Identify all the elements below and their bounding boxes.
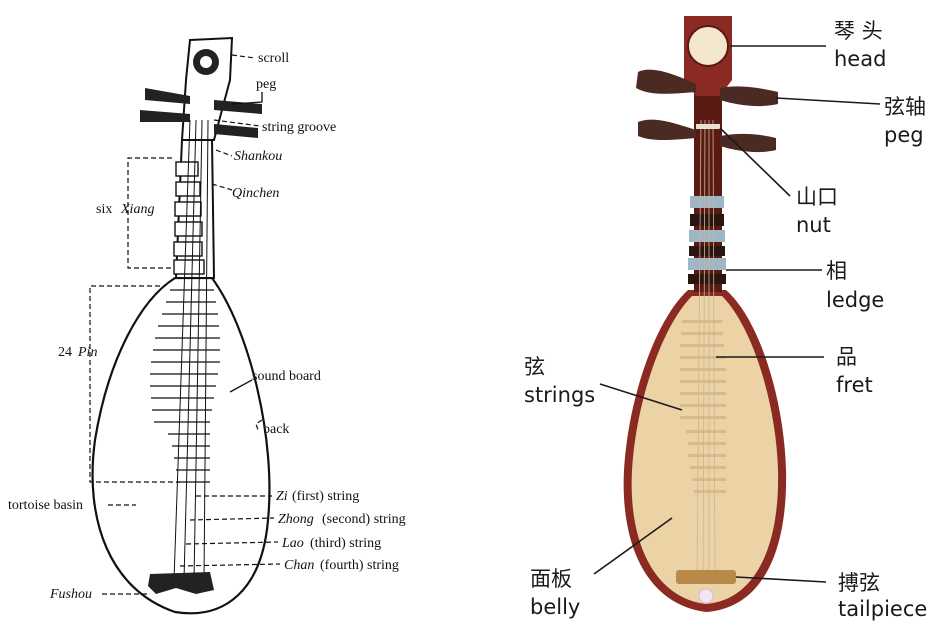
label-belly-en: belly (530, 595, 580, 619)
label-lao-rest: (third) string (310, 536, 381, 551)
label-head-zh: 琴 头 (834, 19, 883, 43)
label-six: six (96, 202, 112, 217)
label-pin: Pin (77, 345, 97, 360)
label-lao-name: Lao (281, 536, 304, 551)
label-zhong-name: Zhong (278, 512, 314, 527)
label-tailpiece-zh: 搏弦 (838, 571, 880, 595)
label-zhong-rest: (second) string (322, 512, 406, 527)
right-head-disc (688, 26, 728, 66)
label-strings-zh: 弦 (524, 355, 545, 379)
label-scroll: scroll (258, 51, 289, 66)
label-nut-en: nut (796, 213, 831, 237)
label-24: 24 (58, 345, 72, 360)
label-head-en: head (834, 47, 886, 71)
label-tortoise-basin: tortoise basin (8, 498, 83, 513)
label-back: back (263, 422, 289, 437)
label-string-groove: string groove (262, 120, 336, 135)
label-tailpiece-en: tailpiece (838, 597, 927, 621)
label-fushou: Fushou (49, 587, 92, 602)
right-tailpiece (676, 570, 736, 584)
right-nut (696, 124, 720, 129)
label-sound-board: sound board (252, 369, 321, 384)
label-chan-name: Chan (284, 558, 314, 573)
label-belly-zh: 面板 (530, 567, 572, 591)
label-strings-en: strings (524, 383, 595, 407)
label-xiang: Xiang (120, 202, 154, 217)
label-fret-zh: 品 (836, 345, 857, 369)
label-ledge-zh: 相 (826, 259, 847, 283)
label-fret-en: fret (836, 373, 873, 397)
label-nut-zh: 山口 (796, 185, 838, 209)
right-pipa-illustration: 琴 头 head 弦轴 peg 山口 nut 相 ledge 品 fret 弦 … (524, 16, 927, 621)
label-peg-left: peg (256, 77, 276, 92)
label-peg-en: peg (884, 123, 924, 147)
label-shankou: Shankou (234, 149, 282, 164)
label-zi-name: Zi (276, 489, 288, 504)
label-qinchen: Qinchen (232, 186, 279, 201)
label-chan-rest: (fourth) string (320, 558, 399, 573)
right-tail-ornament (699, 589, 713, 603)
label-zi-rest: (first) string (292, 489, 359, 504)
label-peg-zh: 弦轴 (884, 95, 926, 119)
left-pipa-drawing: scroll peg string groove Shankou Qinchen… (8, 38, 406, 613)
label-ledge-en: ledge (826, 288, 884, 312)
